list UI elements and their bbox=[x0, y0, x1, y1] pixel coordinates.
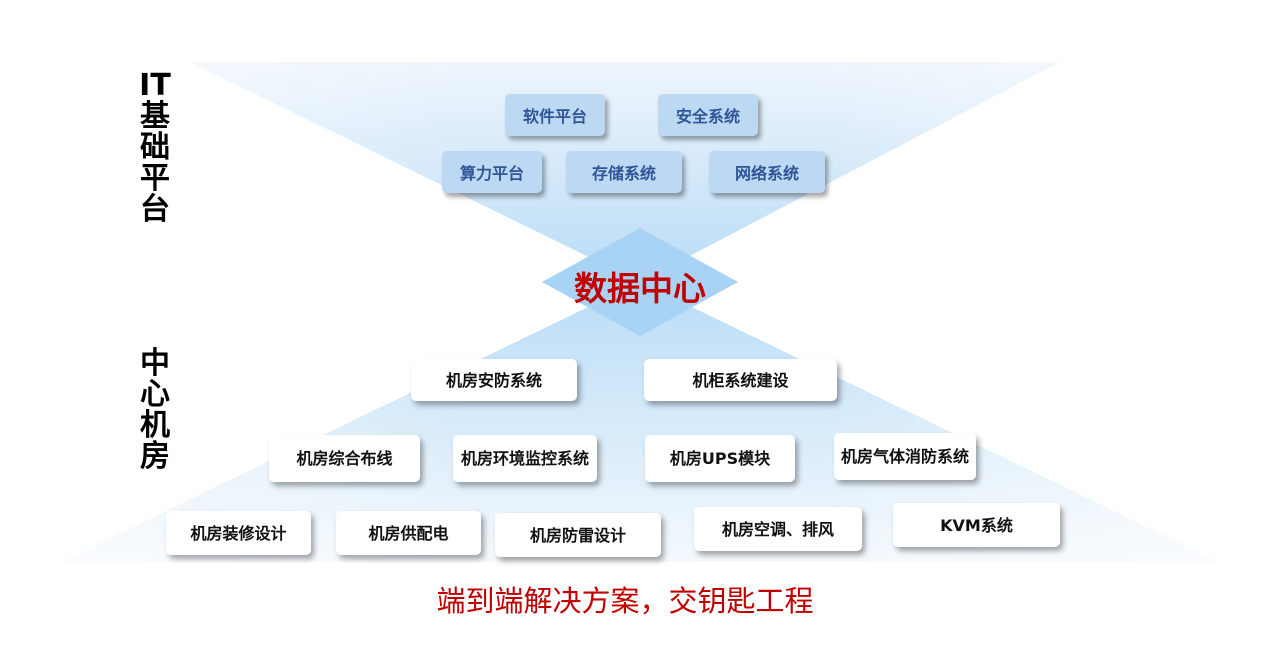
room-cabling-box: 机房综合布线 bbox=[269, 435, 420, 482]
it-platform-side-label: IT基础平台 bbox=[139, 68, 171, 227]
room-lightning-protection-box: 机房防雷设计 bbox=[495, 513, 661, 557]
room-power-distribution-box: 机房供配电 bbox=[336, 511, 481, 555]
slogan-text: 端到端解决方案，交钥匙工程 bbox=[436, 584, 814, 618]
room-environment-monitoring-box: 机房环境监控系统 bbox=[453, 435, 597, 482]
room-ups-box: 机房UPS模块 bbox=[645, 435, 795, 482]
room-security-box: 机房安防系统 bbox=[411, 359, 577, 401]
room-hvac-box: 机房空调、排风 bbox=[694, 507, 862, 551]
data-center-title: 数据中心 bbox=[574, 269, 706, 308]
software-platform-box: 软件平台 bbox=[505, 94, 605, 136]
center-diamond bbox=[542, 228, 738, 336]
kvm-system-box: KVM系统 bbox=[893, 503, 1060, 547]
compute-platform-box: 算力平台 bbox=[442, 151, 542, 193]
security-system-box: 安全系统 bbox=[658, 94, 758, 136]
cabinet-system-box: 机柜系统建设 bbox=[644, 359, 837, 401]
network-system-box: 网络系统 bbox=[709, 151, 825, 193]
center-room-side-label: 中心机房 bbox=[140, 346, 170, 474]
storage-system-box: 存储系统 bbox=[566, 151, 682, 193]
room-gas-fire-box: 机房气体消防系统 bbox=[834, 433, 976, 480]
room-decoration-box: 机房装修设计 bbox=[166, 511, 311, 555]
